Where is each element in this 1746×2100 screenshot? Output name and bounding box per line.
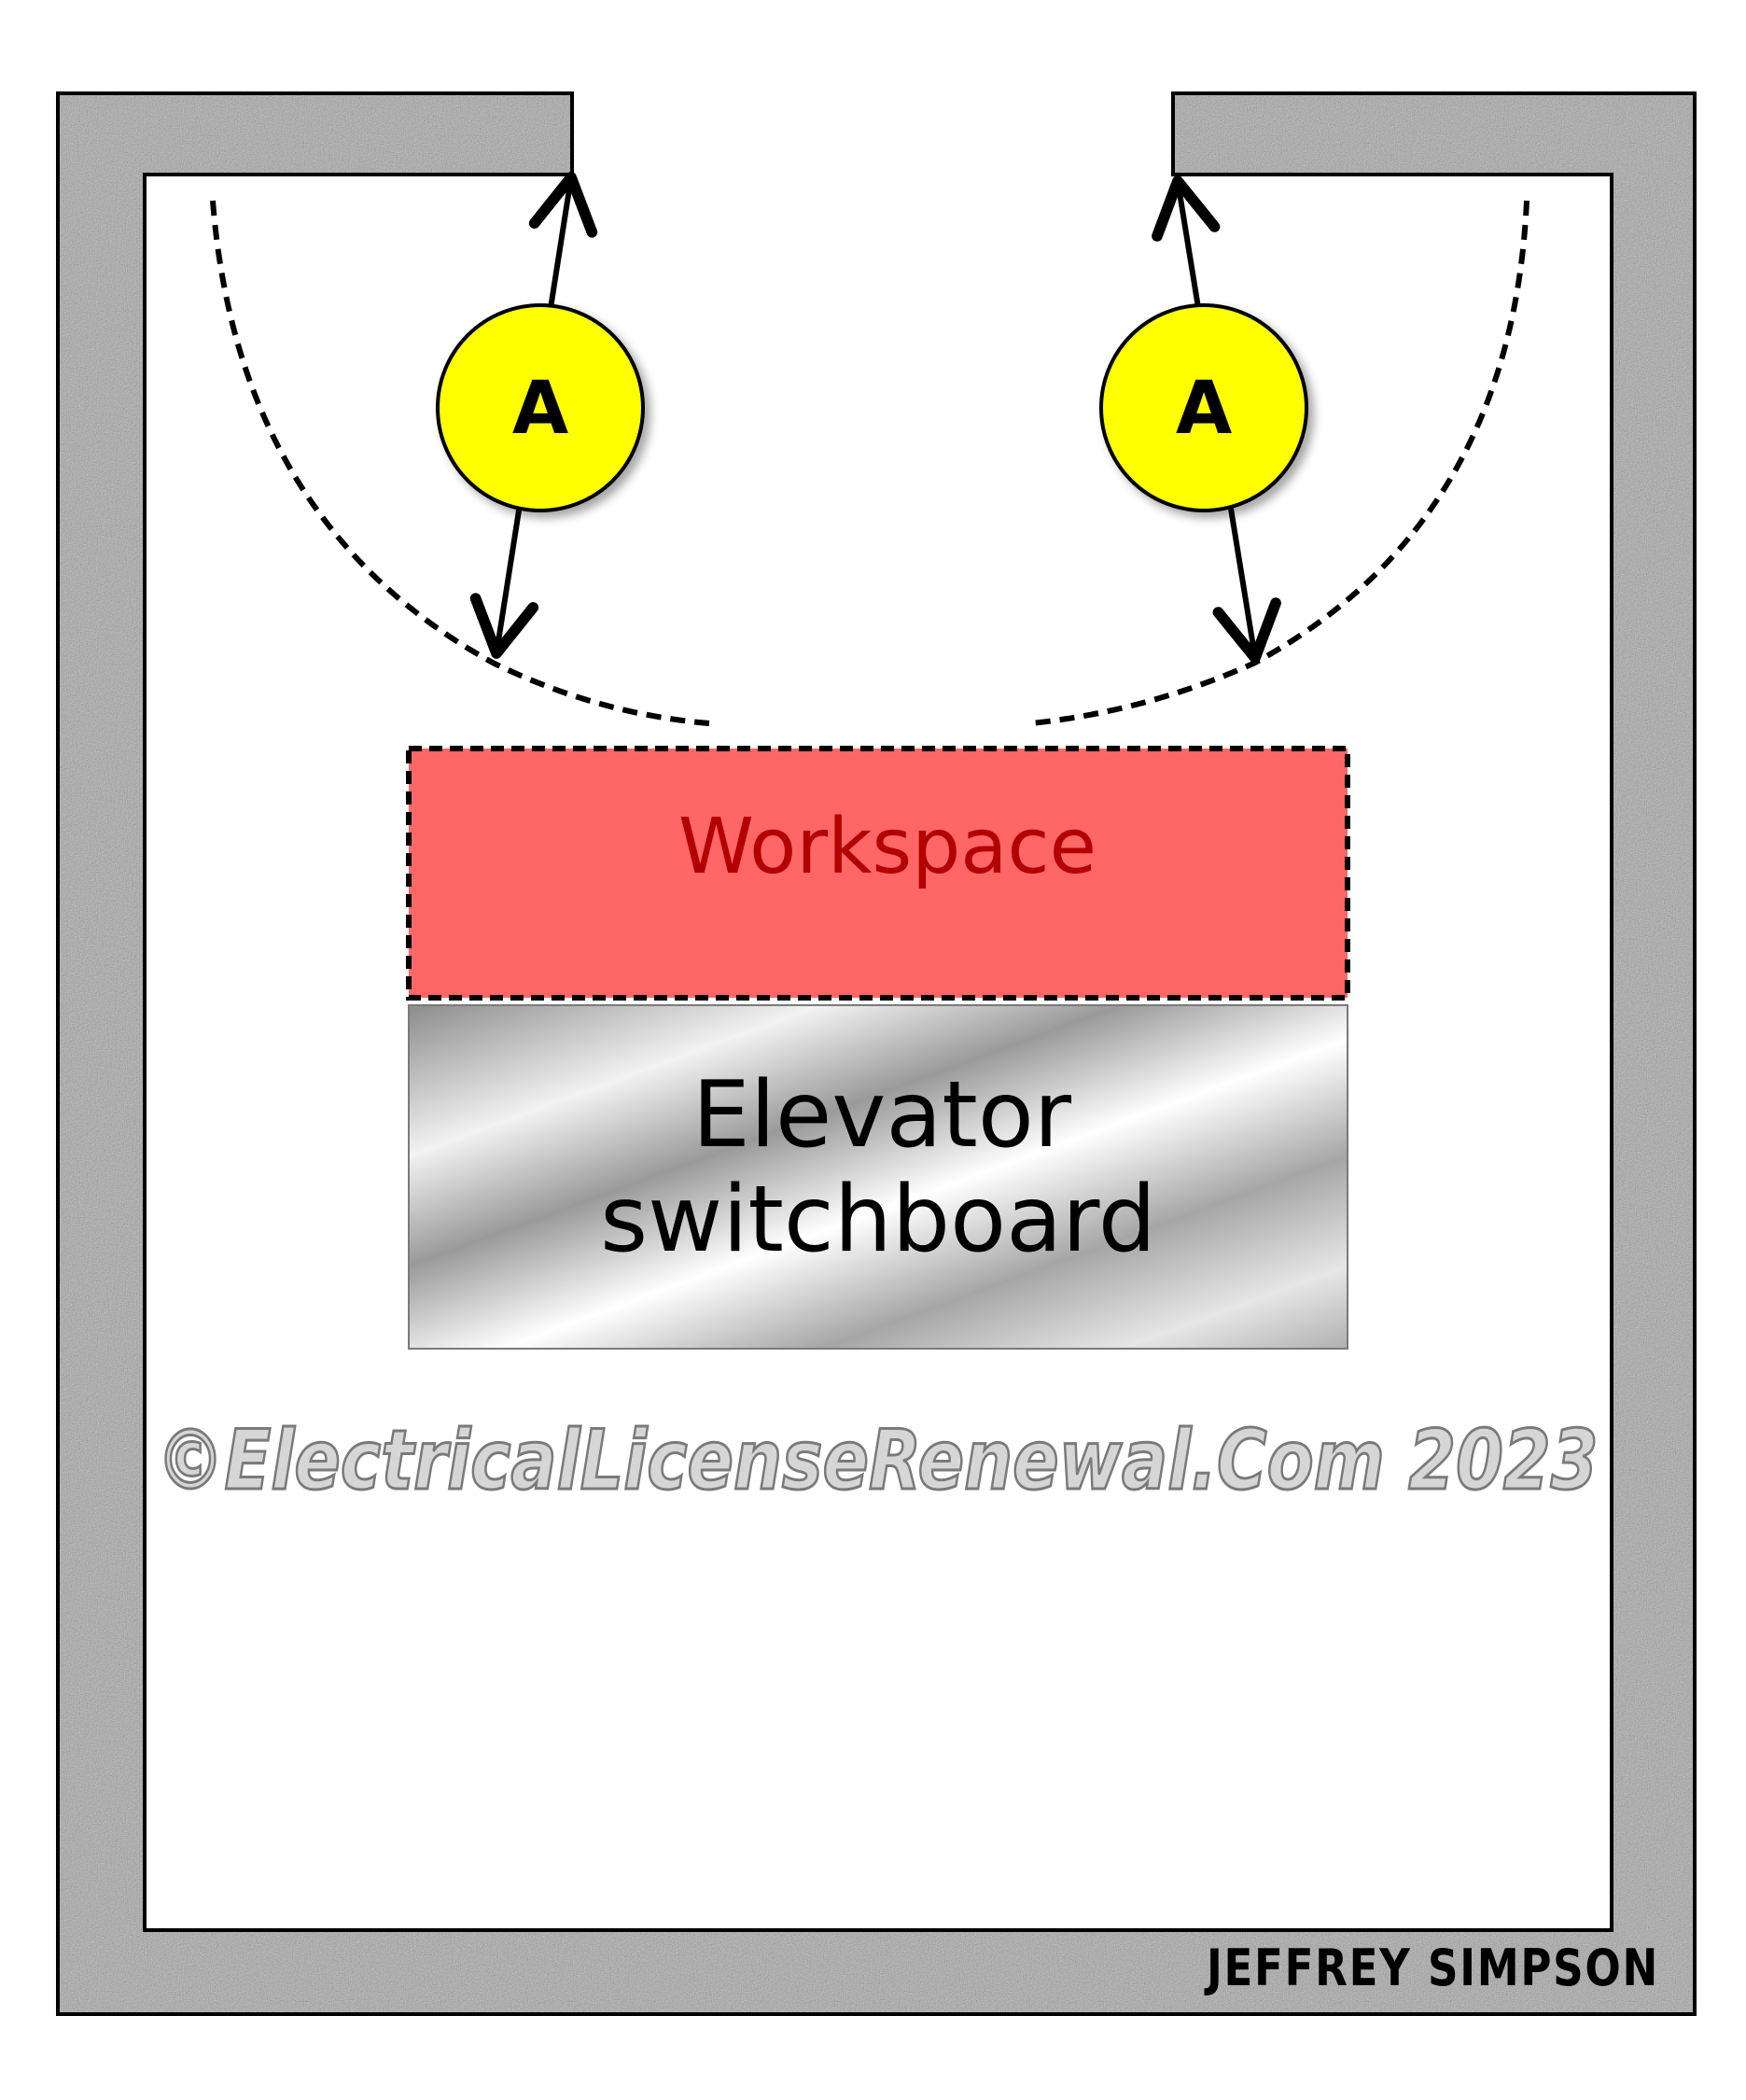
right-door-marker	[1099, 303, 1308, 512]
right-door-marker-label: A	[1176, 367, 1232, 451]
left-door-marker-label: A	[512, 367, 568, 451]
artist-signature: JEFFREY SIMPSON	[1204, 1939, 1659, 1997]
left-door-marker	[436, 303, 645, 512]
copyright-watermark: ©ElectricalLicenseRenewal.Com 2023	[157, 1412, 1599, 1508]
elevator-switchboard	[408, 1004, 1348, 1350]
workspace-label: Workspace	[678, 803, 1096, 891]
left-door-swing-arc	[210, 200, 710, 726]
right-door-swing-arc	[1030, 200, 1529, 726]
workspace-zone	[406, 746, 1350, 1001]
switchboard-label-line-1: Elevator	[692, 1062, 1072, 1169]
switchboard-label-line-2: switchboard	[600, 1167, 1156, 1273]
